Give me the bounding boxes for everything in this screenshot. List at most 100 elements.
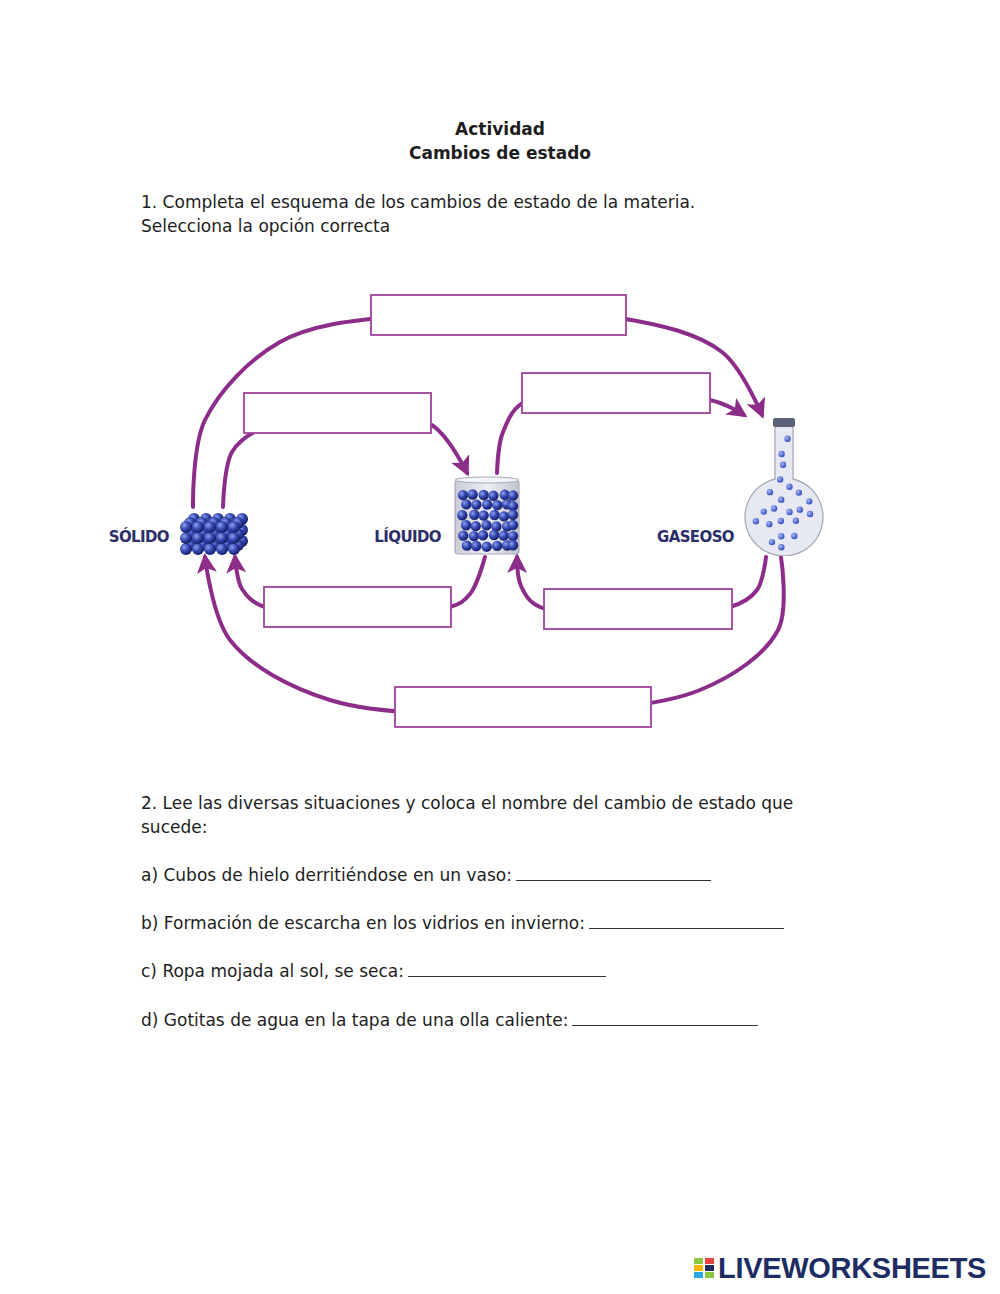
particle: [180, 532, 192, 544]
answer-box: [522, 373, 710, 413]
instruction: Selecciona la opción correcta: [141, 216, 390, 236]
particle: [489, 510, 499, 520]
particle: [753, 518, 759, 524]
beaker: [455, 480, 519, 554]
particle: [769, 539, 775, 545]
watermark: LIVEWORKSHEETS: [718, 1252, 986, 1284]
particle: [216, 521, 228, 533]
answer-blank: [589, 912, 784, 929]
particle: [228, 543, 240, 555]
particle: [806, 498, 812, 504]
question-line: a) Cubos de hielo derritiéndose en un va…: [141, 863, 941, 887]
particle: [761, 508, 767, 514]
particle: [180, 543, 192, 555]
question-line: c) Ropa mojada al sol, se seca:: [141, 959, 941, 983]
particle: [228, 532, 240, 544]
particle: [498, 530, 508, 540]
particle: [797, 506, 803, 512]
question-line: d) Gotitas de agua en la tapa de una oll…: [141, 1008, 961, 1032]
particle: [793, 518, 799, 524]
logo-square: [694, 1272, 703, 1278]
instruction: 1. Completa el esquema de los cambios de…: [141, 192, 695, 212]
particle: [458, 490, 468, 500]
state-change-arrow: [193, 311, 762, 507]
particle: [807, 511, 813, 517]
particle: [192, 521, 204, 533]
answer-blank: [572, 1009, 758, 1026]
particle: [780, 462, 786, 468]
question: b) Formación de escarcha en los vidrios …: [141, 913, 585, 933]
particle: [478, 530, 488, 540]
logo-square: [694, 1258, 703, 1264]
title-text: Actividad: [455, 119, 545, 139]
logo-square: [705, 1258, 714, 1264]
logo-icon: [694, 1258, 714, 1278]
state-label: LÍQUIDO: [374, 528, 441, 546]
particle: [469, 510, 479, 520]
particle: [508, 510, 518, 520]
instruction: 2. Lee las diversas situaciones y coloca…: [141, 793, 793, 837]
logo-square: [705, 1272, 714, 1278]
particle: [771, 505, 777, 511]
particle: [777, 476, 783, 482]
particle: [204, 521, 216, 533]
gas-illustration: [744, 416, 824, 556]
answer-blank: [408, 960, 606, 977]
particle: [778, 544, 784, 550]
question-line: b) Formación de escarcha en los vidrios …: [141, 911, 961, 935]
particle: [471, 541, 481, 551]
particle: [488, 491, 498, 501]
flask: [745, 424, 823, 556]
state-node: SÓLIDO: [109, 508, 253, 556]
particle: [481, 520, 491, 530]
particle: [192, 532, 204, 544]
particle: [489, 530, 499, 540]
solid-illustration: [179, 508, 253, 556]
particle: [228, 521, 240, 533]
particle: [508, 540, 518, 550]
watermark-line: LIVEWORKSHEETS: [718, 1252, 994, 1285]
particle: [766, 521, 772, 527]
particle: [508, 490, 518, 500]
state-node: LÍQUIDO: [374, 474, 525, 556]
particle: [469, 531, 479, 541]
beaker-rim: [455, 477, 519, 483]
particle: [499, 511, 509, 521]
particle: [508, 520, 518, 530]
subtitle: Cambios de estado: [409, 143, 591, 163]
particle: [767, 489, 773, 495]
particle: [204, 543, 216, 555]
particle: [482, 499, 492, 509]
answer-blank: [516, 864, 711, 881]
particle: [778, 451, 784, 457]
particle: [467, 489, 477, 499]
particle: [778, 533, 784, 539]
instruction-line: 2. Lee las diversas situaciones y coloca…: [141, 791, 846, 839]
particle: [216, 532, 228, 544]
particle: [461, 520, 471, 530]
particle: [462, 540, 472, 550]
particle: [471, 499, 481, 509]
answer-box: [371, 295, 626, 335]
particle: [508, 531, 518, 541]
answer-box: [244, 393, 431, 433]
state-node: GASEOSO: [657, 416, 824, 556]
particle: [784, 436, 790, 442]
worksheet-title: Actividad: [0, 119, 1000, 139]
particle: [478, 490, 488, 500]
particle: [471, 521, 481, 531]
particle: [457, 510, 467, 520]
particle: [458, 530, 468, 540]
state-label: GASEOSO: [657, 528, 734, 546]
subtitle-line: Cambios de estado: [0, 143, 1000, 163]
instruction-line: Selecciona la opción correcta: [141, 214, 901, 238]
answer-box: [544, 589, 732, 629]
particle: [796, 489, 802, 495]
particle: [192, 543, 204, 555]
logo-square: [705, 1265, 714, 1271]
question: a) Cubos de hielo derritiéndose en un va…: [141, 865, 512, 885]
instruction-line: 1. Completa el esquema de los cambios de…: [141, 190, 901, 214]
particle: [180, 521, 192, 533]
answer-box: [264, 587, 451, 627]
